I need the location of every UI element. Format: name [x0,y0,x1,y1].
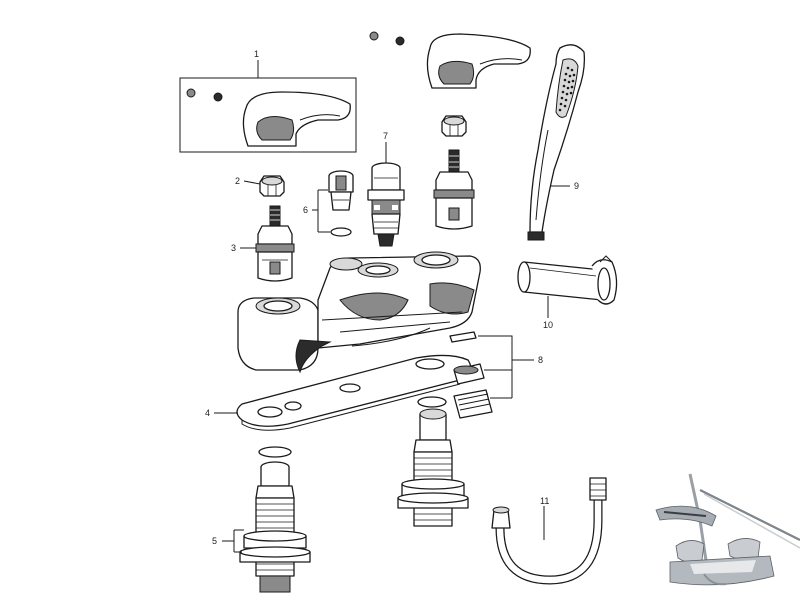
screw-cap [369,31,379,41]
part-3-valve-cartridge [255,205,295,282]
part-7-diverter-assembly [367,162,405,247]
callout-11: 11 [540,496,549,506]
part-1-lever-handle-kit [179,77,357,153]
o-ring [330,227,352,237]
part-10-handset-holder [517,255,618,305]
washer [258,446,292,458]
part-9-shower-handset [527,44,586,241]
callout-8: 8 [538,355,543,365]
callout-10: 10 [543,320,553,330]
lever-handle-1 [242,91,351,147]
product-photo-inset [652,473,800,600]
washer [417,396,447,408]
washer [449,331,477,343]
screw [395,36,405,46]
callout-5: 5 [212,536,217,546]
callout-7: 7 [383,131,388,141]
part-8-aerator-set [449,331,493,419]
part-6-diverter-cartridge [328,170,354,237]
screw-cap [186,88,196,98]
part-4-base-gasket-plate [236,354,472,431]
tail-fixing-set-right [397,396,469,527]
lever-handle-2 [369,31,531,89]
callout-9: 9 [574,181,579,191]
aerator-housing [453,389,493,419]
callout-6: 6 [303,205,308,215]
callout-2: 2 [235,176,240,186]
nut-right [441,115,467,137]
hose-cone-end [589,477,607,501]
part-5-tail-fixing-set-left [239,446,311,593]
callout-4: 4 [205,408,210,418]
callout-1: 1 [254,49,259,59]
part-2-nut [259,175,285,197]
tap-body [237,251,481,374]
valve-cartridge-right [433,149,475,230]
callout-3: 3 [231,243,236,253]
part-11-flexible-hose [491,477,607,585]
screw [213,92,223,102]
